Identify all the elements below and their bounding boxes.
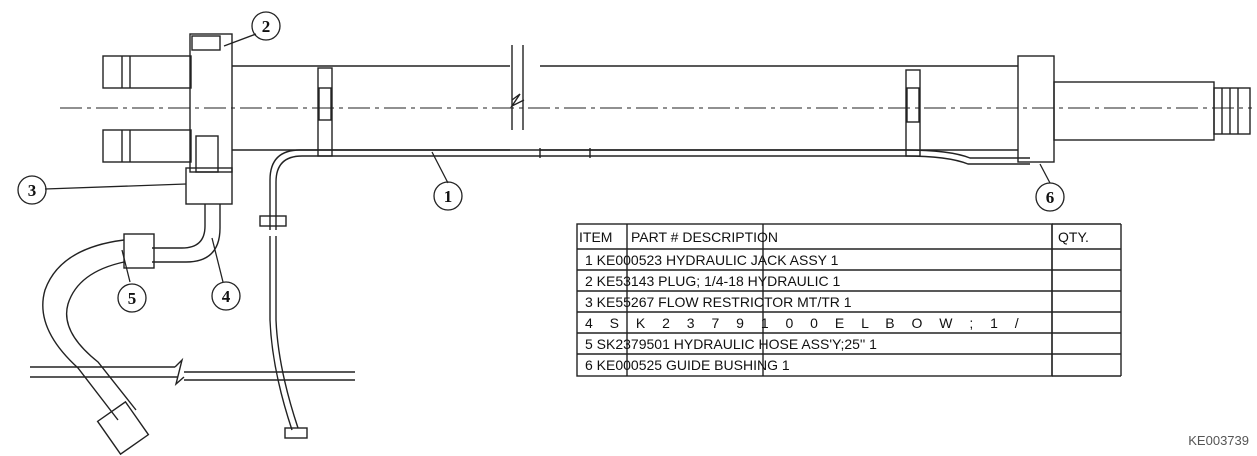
hydraulic-tube bbox=[269, 149, 1030, 230]
table-row: 4 S K 2 3 7 9 1 0 0 E L B O W ; 1 / bbox=[585, 315, 1020, 331]
clamp-right bbox=[905, 69, 921, 157]
clevis-lower bbox=[102, 129, 192, 163]
callout-circle-5 bbox=[117, 283, 147, 313]
table-row: 3 KE55267 FLOW RESTRICTOR MT/TR 1 bbox=[585, 294, 852, 310]
hydraulic-hose bbox=[42, 239, 125, 421]
callout-number-4: 4 bbox=[222, 287, 231, 306]
callout-number-2: 2 bbox=[262, 17, 271, 36]
piston-rod bbox=[1053, 81, 1215, 141]
table-header-part-description: PART # DESCRIPTION bbox=[631, 229, 779, 245]
table-row: 2 KE53143 PLUG; 1/4-18 HYDRAULIC 1 bbox=[585, 273, 841, 289]
callout-number-1: 1 bbox=[444, 187, 453, 206]
guide-bushing bbox=[1017, 55, 1055, 163]
table-row: 5 SK2379501 HYDRAULIC HOSE ASS'Y;25'' 1 bbox=[585, 336, 877, 352]
clamp-left bbox=[317, 67, 333, 157]
reference-code: KE003739 bbox=[1188, 433, 1249, 448]
callout-circle-1 bbox=[433, 181, 463, 211]
callout-circle-6 bbox=[1035, 182, 1065, 212]
table-row: 1 KE000523 HYDRAULIC JACK ASSY 1 bbox=[585, 252, 839, 268]
table-header-item: ITEM bbox=[579, 229, 613, 245]
table-header-qty: QTY. bbox=[1058, 229, 1089, 245]
callout-number-3: 3 bbox=[28, 181, 37, 200]
clevis-upper bbox=[102, 55, 192, 89]
callout-number-5: 5 bbox=[128, 289, 137, 308]
callout-circle-3 bbox=[17, 175, 47, 205]
callout-number-6: 6 bbox=[1046, 188, 1055, 207]
callout-circle-4 bbox=[211, 281, 241, 311]
table-row: 6 KE000525 GUIDE BUSHING 1 bbox=[585, 357, 790, 373]
elbow-fitting bbox=[152, 204, 206, 249]
callout-circle-2 bbox=[251, 11, 281, 41]
parts-table: ITEM PART # DESCRIPTION QTY. 1 KE000523 … bbox=[577, 224, 1121, 376]
flow-restrictor bbox=[185, 167, 233, 205]
